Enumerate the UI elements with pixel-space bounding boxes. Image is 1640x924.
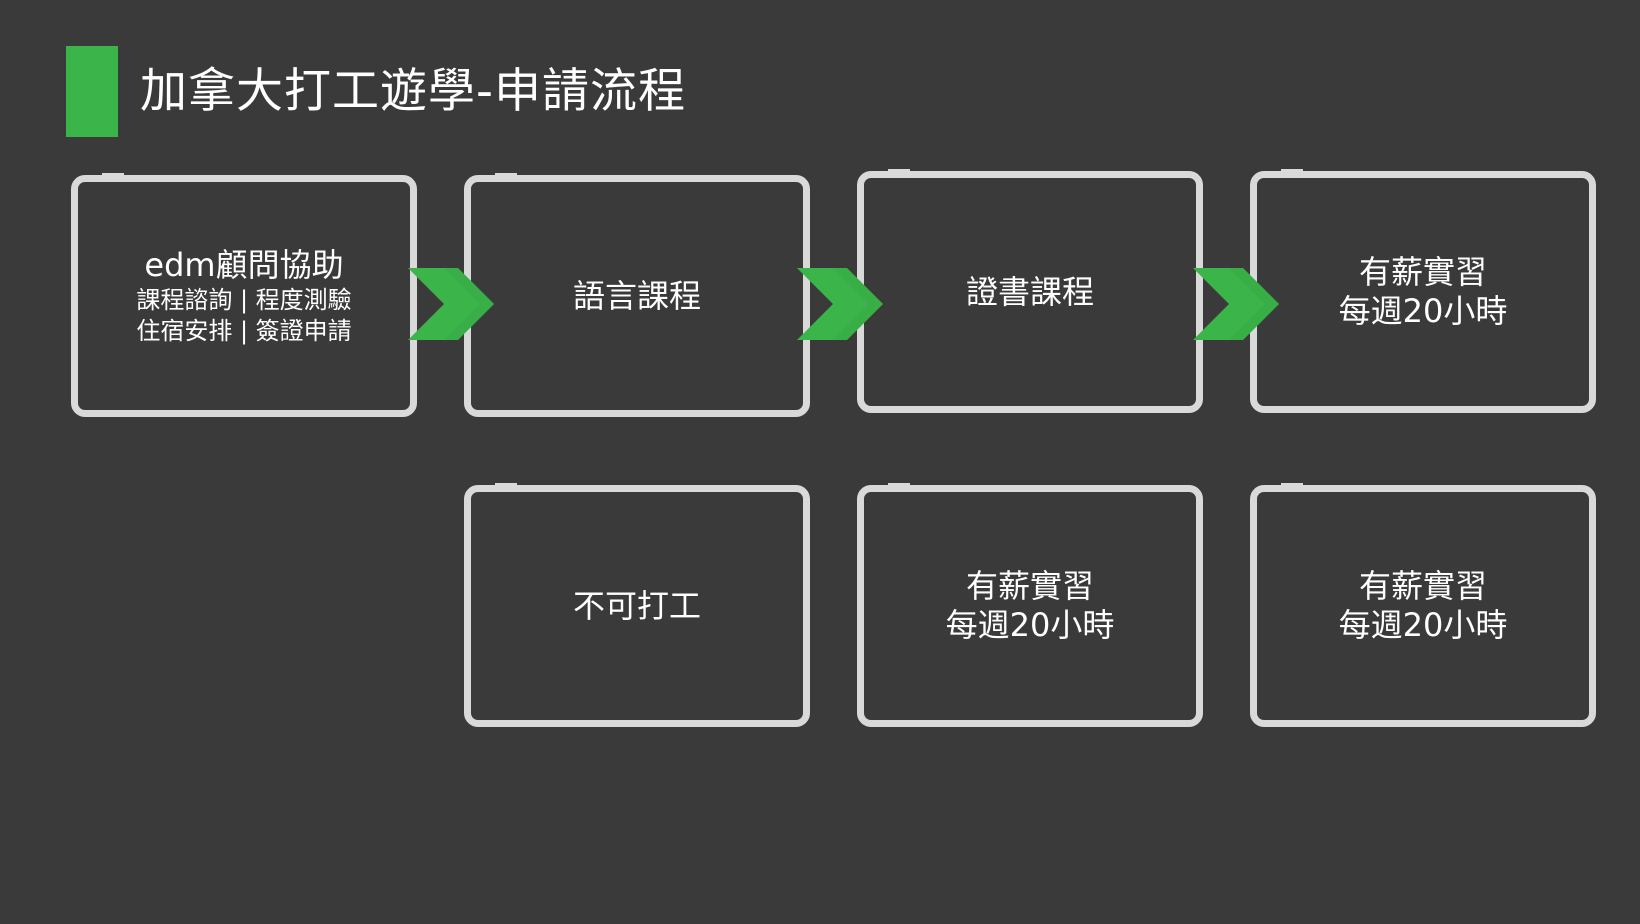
box-tab-decoration: [888, 169, 910, 172]
step-detail: 課程諮詢 | 程度測驗: [136, 285, 352, 314]
rule-title: 有薪實習: [1358, 567, 1487, 605]
step-detail: 住宿安排 | 簽證申請: [136, 316, 352, 345]
rule-box-paid-internship: 有薪實習 每週20小時: [1250, 483, 1596, 727]
box-tab-decoration: [495, 173, 517, 176]
chevron-arrow-icon: [408, 268, 494, 340]
rule-title: 每週20小時: [1338, 606, 1508, 644]
chevron-arrow-icon: [1193, 268, 1279, 340]
title-accent-bar: [66, 46, 118, 137]
step-title: 有薪實習: [1358, 253, 1487, 291]
step-box-certificate-course: 證書課程: [857, 169, 1203, 413]
rule-title: 有薪實習: [965, 567, 1094, 605]
step-box-consulting: edm顧問協助 課程諮詢 | 程度測驗 住宿安排 | 簽證申請: [71, 173, 417, 417]
rule-box-no-work: 不可打工: [464, 483, 810, 727]
step-box-paid-internship: 有薪實習 每週20小時: [1250, 169, 1596, 413]
rule-title: 每週20小時: [945, 606, 1115, 644]
box-tab-decoration: [102, 173, 124, 176]
step-title: 語言課程: [572, 276, 701, 315]
chevron-arrow-icon: [797, 268, 883, 340]
step-title: 證書課程: [965, 272, 1094, 311]
rule-title: 不可打工: [572, 586, 701, 625]
box-tab-decoration: [495, 483, 517, 486]
box-tab-decoration: [1281, 169, 1303, 172]
rule-box-paid-internship: 有薪實習 每週20小時: [857, 483, 1203, 727]
box-tab-decoration: [888, 483, 910, 486]
step-title: 每週20小時: [1338, 292, 1508, 330]
box-tab-decoration: [1281, 483, 1303, 486]
page-title: 加拿大打工遊學-申請流程: [140, 64, 686, 119]
step-title: edm顧問協助: [144, 245, 344, 284]
step-box-language-course: 語言課程: [464, 173, 810, 417]
